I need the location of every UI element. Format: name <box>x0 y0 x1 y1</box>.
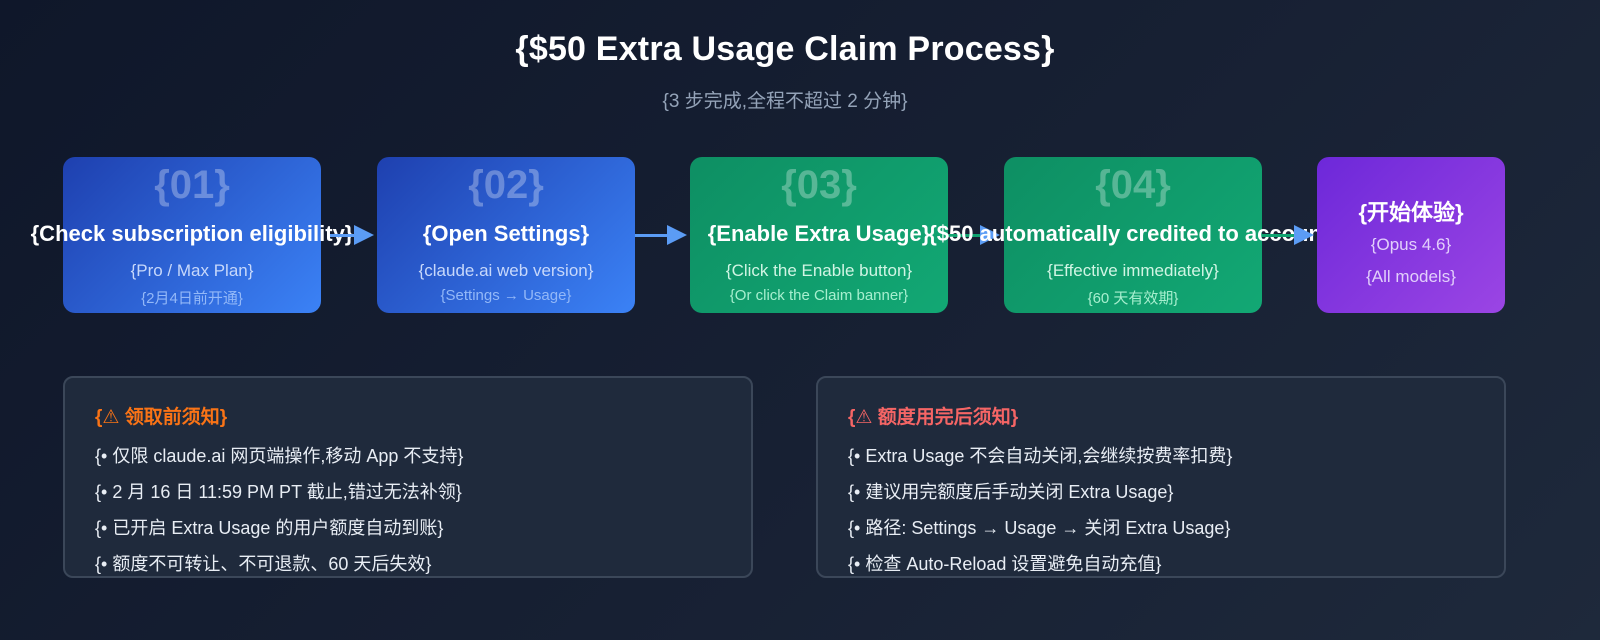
step-number: {02} <box>468 163 544 207</box>
list-item: {• Extra Usage 不会自动关闭,会继续按费率扣费} <box>848 446 1233 466</box>
step-card-01: {01} {Check subscription eligibility} {P… <box>31 157 353 313</box>
step-note: {Or click the Claim banner} <box>729 287 909 304</box>
panel-title: {⚠ 领取前须知} <box>95 407 228 428</box>
list-item: {• 仅限 claude.ai 网页端操作,移动 App 不支持} <box>95 446 464 466</box>
arrow-right-icon <box>330 223 374 247</box>
step-detail: {Click the Enable button} <box>725 261 913 280</box>
step-title: {Open Settings} <box>422 221 590 246</box>
final-scope: {All models} <box>1366 267 1456 286</box>
step-note: {Settings → Usage} <box>440 287 572 304</box>
list-item: {• 建议用完额度后手动关闭 Extra Usage} <box>848 482 1174 502</box>
start-experience-card: {开始体验} {Opus 4.6} {All models} <box>1317 157 1505 313</box>
step-card-02: {02} {Open Settings} {claude.ai web vers… <box>377 157 635 313</box>
step-card-03: {03} {Enable Extra Usage} {Click the Ena… <box>690 157 948 313</box>
step-detail: {Effective immediately} <box>1047 261 1219 280</box>
list-item: {• 路径: Settings → Usage → 关闭 Extra Usage… <box>848 518 1231 538</box>
step-title: {Check subscription eligibility} <box>30 221 354 246</box>
list-item: {• 检查 Auto-Reload 设置避免自动充值} <box>848 554 1162 574</box>
step-note: {60 天有效期} <box>1087 290 1179 307</box>
arrow-right-icon <box>1262 223 1314 247</box>
list-item: {• 2 月 16 日 11:59 PM PT 截止,错过无法补领} <box>95 482 462 502</box>
after-usage-notice-panel: {⚠ 额度用完后须知} {• Extra Usage 不会自动关闭,会继续按费率… <box>816 376 1506 578</box>
step-number: {04} <box>1095 163 1171 207</box>
step-title: {Enable Extra Usage} <box>707 221 931 246</box>
page-title: {$50 Extra Usage Claim Process} <box>515 30 1055 68</box>
step-number: {01} <box>154 163 230 207</box>
before-claim-notice-panel: {⚠ 领取前须知} {• 仅限 claude.ai 网页端操作,移动 App 不… <box>63 376 753 578</box>
final-title: {开始体验} <box>1358 200 1464 225</box>
step-number: {03} <box>781 163 857 207</box>
list-item: {• 额度不可转让、不可退款、60 天后失效} <box>95 554 432 574</box>
step-detail: {claude.ai web version} <box>418 261 594 280</box>
page-subtitle: {3 步完成,全程不超过 2 分钟} <box>662 91 908 112</box>
step-card-04: {04} {$50 automatically credited to acco… <box>928 157 1338 313</box>
arrow-right-icon <box>635 223 687 247</box>
notice-list: {• 仅限 claude.ai 网页端操作,移动 App 不支持} {• 2 月… <box>95 444 463 588</box>
panel-title: {⚠ 额度用完后须知} <box>848 407 1019 428</box>
arrow-right-icon <box>948 223 1000 247</box>
step-detail: {Pro / Max Plan} <box>130 261 254 280</box>
notice-list: {• Extra Usage 不会自动关闭,会继续按费率扣费} {• 建议用完额… <box>848 444 1232 588</box>
step-title: {$50 automatically credited to account} <box>928 221 1338 246</box>
step-note: {2月4日前开通} <box>141 290 243 307</box>
list-item: {• 已开启 Extra Usage 的用户额度自动到账} <box>95 518 444 538</box>
final-model: {Opus 4.6} <box>1370 235 1452 254</box>
